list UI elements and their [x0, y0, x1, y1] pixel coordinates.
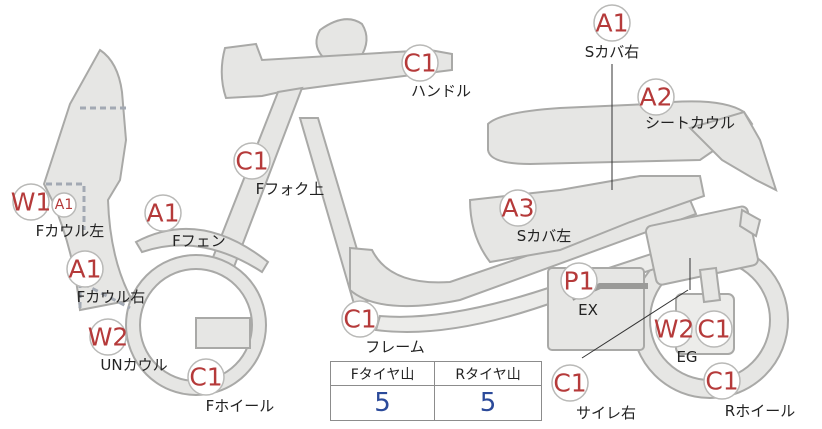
badge-a1-fcowlr-code: A1 [68, 255, 101, 284]
tail-light-part [738, 208, 762, 238]
badge-c1-eg-code: C1 [697, 315, 730, 344]
badge-p1-code: P1 [564, 267, 595, 296]
label-s-cover-right: Sカバ右 [585, 43, 640, 61]
label-f-fork-upper: Fフォク上 [256, 180, 325, 198]
front-fender-part [134, 227, 270, 274]
rear-suspension-part [698, 266, 722, 304]
label-f-cowl-right: Fカウル右 [77, 288, 146, 306]
badge-a1-small-f-cowl-left: A1 [51, 192, 77, 218]
tread-header-row: Fタイヤ山 Rタイヤ山 [329, 361, 542, 386]
front-cowl-part [42, 48, 134, 312]
badge-c1-frame: C1 [341, 300, 379, 338]
badge-c1-f-wheel: C1 [187, 358, 225, 396]
under-cowl-box [195, 317, 251, 349]
rear-tread-value: 5 [434, 385, 542, 421]
label-engine: EG [676, 348, 697, 366]
badge-a3-s-cover-left: A3 [499, 189, 537, 227]
badge-w2-eg-code: W2 [654, 315, 695, 344]
leader-line-silencer [581, 289, 689, 359]
badge-w2-engine: W2 [654, 310, 695, 348]
badge-c1-handle-code: C1 [403, 49, 436, 78]
tire-tread-table: Fタイヤ山 Rタイヤ山 5 5 [329, 361, 542, 421]
tread-value-row: 5 5 [329, 385, 542, 421]
badge-c1-rwheel-code: C1 [705, 367, 738, 396]
rear-tread-header: Rタイヤ山 [434, 361, 542, 386]
badge-c1-frame-code: C1 [343, 305, 376, 334]
badge-c1-f-fork-upper: C1 [233, 142, 271, 180]
badge-a1-code: A1 [595, 9, 628, 38]
badge-a1-f-fender: A1 [144, 194, 182, 232]
label-f-cowl-left: Fカウル左 [36, 222, 105, 240]
label-under-cowl: UNカウル [100, 356, 167, 374]
badge-c1-fwheel-code: C1 [189, 363, 222, 392]
label-f-fender: Fフェン [172, 232, 226, 250]
badge-c1-silencer-right: C1 [551, 364, 589, 402]
badge-a1-f-cowl-right: A1 [66, 250, 104, 288]
badge-c1-r-wheel: C1 [703, 362, 741, 400]
label-seat-cowl: シートカウル [645, 114, 735, 132]
badge-a1-s-cover-right: A1 [593, 4, 631, 42]
badge-c1-engine: C1 [695, 310, 733, 348]
label-frame: フレーム [365, 338, 425, 356]
badge-w2-un-code: W2 [88, 323, 129, 352]
badge-p1-exhaust: P1 [560, 262, 598, 300]
badge-w1-f-cowl-left: W1 [11, 183, 52, 221]
badge-w1-code: W1 [11, 188, 52, 217]
label-s-cover-left: Sカバ左 [517, 227, 572, 245]
badge-c1-handle: C1 [401, 44, 439, 82]
seat-part [487, 100, 754, 166]
badge-a2-code: A2 [639, 83, 672, 112]
seat-cowl-part [688, 110, 778, 192]
badge-a1-ffender-code: A1 [146, 199, 179, 228]
label-r-wheel: Rホイール [725, 402, 795, 420]
badge-w2-under-cowl: W2 [88, 318, 129, 356]
front-tread-value: 5 [329, 385, 436, 421]
cut-line-middle [46, 182, 86, 230]
label-silencer-right: サイレ右 [576, 404, 636, 422]
front-tread-header: Fタイヤ山 [329, 361, 436, 386]
badge-a3-code: A3 [501, 194, 534, 223]
badge-c1-silencer-code: C1 [553, 369, 586, 398]
label-handle: ハンドル [411, 82, 471, 100]
label-f-wheel: Fホイール [206, 397, 275, 415]
badge-a1-small-code: A1 [55, 197, 73, 213]
badge-c1-ffork-code: C1 [235, 147, 268, 176]
label-exhaust: EX [578, 301, 598, 319]
badge-a2-seat-cowl: A2 [637, 78, 675, 116]
handlebar-part [220, 42, 453, 100]
